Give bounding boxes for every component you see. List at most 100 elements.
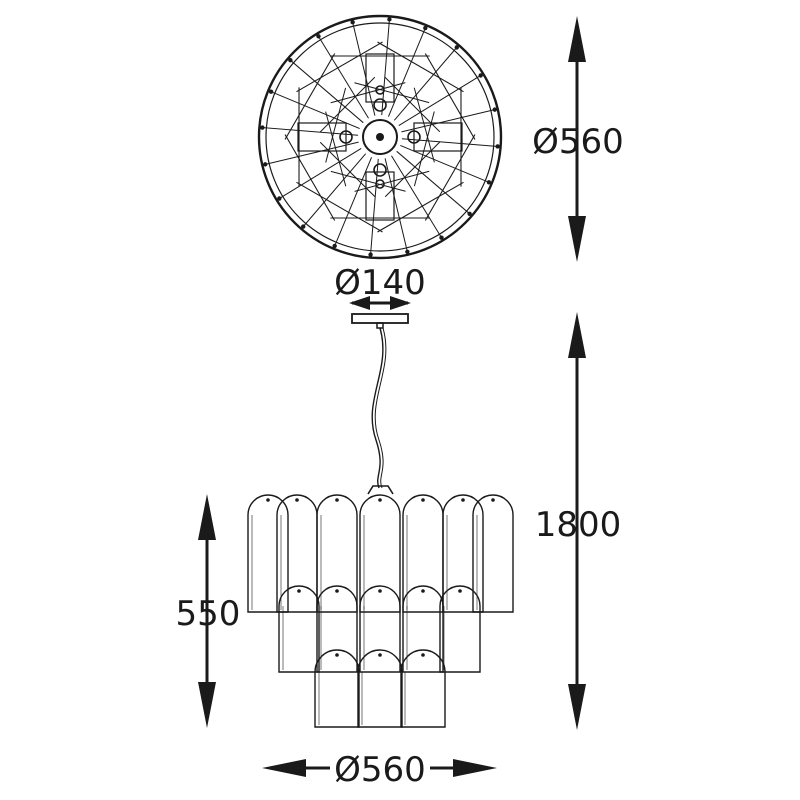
tube-clip — [378, 498, 382, 502]
top-tube — [413, 122, 463, 152]
chord-line-inner — [354, 170, 430, 192]
glass-tube — [314, 649, 360, 728]
tube-clip — [461, 498, 465, 502]
chord-line — [377, 41, 464, 93]
side-view — [247, 313, 514, 728]
radial-spoke — [317, 34, 369, 119]
radial-spoke — [381, 17, 391, 116]
glass-tube — [402, 585, 444, 673]
chord-line-inner — [354, 82, 430, 104]
glass-tube — [247, 494, 289, 613]
glass-tube — [316, 494, 358, 613]
body-dim-arrow-left — [262, 759, 306, 777]
suspension-cable — [371, 327, 384, 489]
body-height-label: 550 — [176, 594, 241, 634]
chord-line-inner — [325, 87, 347, 163]
tier-3-tubes — [314, 649, 446, 728]
tier-1-tubes — [247, 494, 514, 613]
hub-center-dot — [376, 133, 384, 141]
inner-ring — [265, 22, 495, 252]
bulb — [373, 163, 387, 177]
rim-hook — [268, 89, 274, 94]
bulb — [375, 179, 385, 189]
rim-hook — [263, 162, 268, 167]
rim-hook — [495, 144, 500, 149]
radial-spoke — [387, 26, 427, 117]
canopy-diameter-dimension: Ø140 — [334, 263, 426, 310]
rim-hook — [387, 17, 392, 22]
radial-spoke — [301, 153, 367, 229]
radial-spoke — [396, 150, 472, 216]
canopy-dim-arrow-right — [390, 296, 411, 310]
radial-spoke — [288, 58, 364, 124]
rim-hook — [350, 20, 355, 25]
top-dim-arrow-down — [568, 216, 586, 262]
body-dim-arrow-right — [453, 759, 497, 777]
tube-clip — [335, 589, 339, 593]
radial-spoke — [401, 108, 497, 133]
top-diameter-dimension: Ø560 — [532, 16, 624, 262]
glass-tube — [472, 494, 514, 613]
top-dim-arrow-up — [568, 16, 586, 62]
radial-spoke — [351, 20, 376, 116]
glass-tube — [359, 494, 401, 613]
radial-spoke — [393, 45, 459, 121]
center-hub — [362, 119, 398, 155]
glass-tube — [316, 585, 358, 673]
tube-clip — [421, 653, 425, 657]
rim-hook — [467, 211, 472, 216]
body-height-arrow-down — [198, 682, 216, 728]
tier-2-tubes — [278, 585, 481, 673]
canopy-stem — [376, 322, 384, 329]
chord-line — [424, 53, 476, 140]
tube-clip — [491, 498, 495, 502]
glass-tube — [402, 494, 444, 613]
rim-hook — [288, 58, 293, 63]
ceiling-canopy — [351, 313, 409, 324]
rim-hook — [492, 107, 497, 112]
rim-hook — [405, 249, 410, 254]
tube-clip — [421, 589, 425, 593]
tube-clip — [266, 498, 270, 502]
rim-hook — [486, 180, 492, 185]
bulb — [373, 98, 387, 112]
bulbs — [339, 85, 421, 189]
glass-tube — [439, 585, 481, 673]
canopy-diameter-label: Ø140 — [334, 263, 426, 303]
body-height-dimension: 550 — [176, 494, 241, 728]
tube-clip — [335, 653, 339, 657]
canopy-dim-arrow-left — [349, 296, 370, 310]
suspension-cable-2 — [374, 327, 387, 489]
tube-clip — [378, 653, 382, 657]
chord-lines — [284, 41, 476, 233]
radial-spoke — [263, 141, 359, 166]
rim-hook — [439, 235, 444, 240]
top-tube — [365, 53, 395, 103]
radial-spoke — [400, 144, 491, 184]
radial-spoke — [277, 148, 362, 200]
rim-hook — [332, 243, 337, 249]
chord-line-inner — [325, 111, 347, 187]
rim-hook — [478, 73, 483, 78]
body-diameter-label: Ø560 — [334, 750, 426, 790]
chord-line-inner — [413, 87, 435, 163]
glass-tube — [400, 649, 446, 728]
rim-hook — [301, 224, 306, 229]
top-diameter-label: Ø560 — [532, 122, 624, 162]
rim-hook — [316, 34, 321, 39]
glass-tubes-top — [297, 53, 463, 221]
body-height-arrow-up — [198, 494, 216, 540]
tube-clip — [421, 498, 425, 502]
tube-clip — [335, 498, 339, 502]
body-top-cap — [367, 485, 394, 495]
radial-spokes — [260, 17, 500, 257]
tube-clip — [295, 498, 299, 502]
total-height-dimension: 1800 — [535, 312, 621, 730]
radial-spoke — [384, 158, 409, 254]
top-tube — [365, 171, 395, 221]
chord-line — [284, 134, 336, 221]
top-view — [257, 14, 503, 260]
chord-line — [296, 41, 383, 93]
height-dim-arrow-up — [568, 312, 586, 358]
